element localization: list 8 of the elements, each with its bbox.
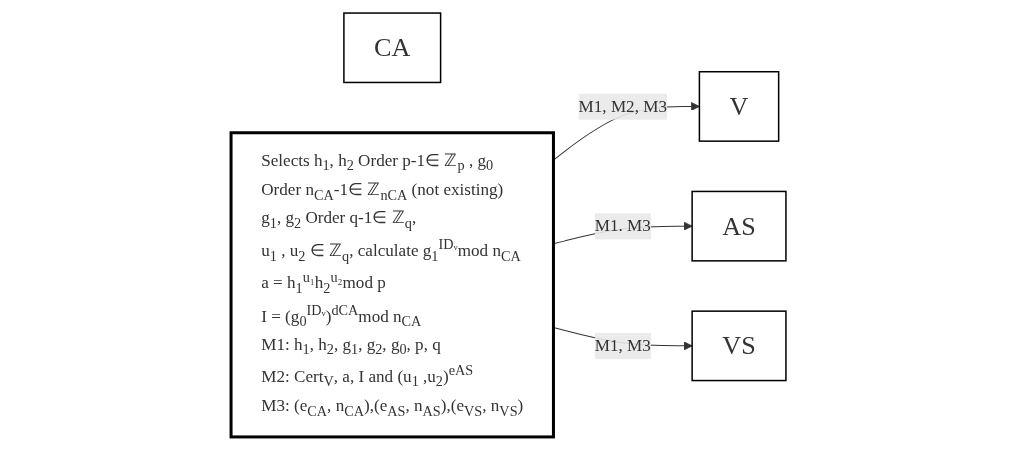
- edge-label: M1, M2, M3: [578, 96, 667, 116]
- node-box: CA: [343, 12, 442, 84]
- edge-label: M1, M3: [594, 336, 651, 356]
- node-box: AS: [691, 190, 787, 262]
- edge-label: M1. M3: [594, 216, 651, 236]
- node-box: V: [698, 71, 780, 142]
- node-box: Selects h$_{1}$, h$_{2}$ Order p-1∈ ℤ$_{p}$ , g$_{0}$ Order n$_{CA}$-1∈ ℤ$_{nCA}$ (not existing) g$_{1}$, g$_{2}$ Order q-1∈ ℤ$_{q}$, u$_{1}$ , u$_{2}$ ∈ ℤ$_{q}$, calculate g$_{1}$$^{IDᵥ}$mod n$_{CA}$ a = h$_{1}$$^{u₁}$h$_{2}$$^{u₂}$mod p I = (g$_{0}$$^{IDᵥ}$)$^{dCA}$mod n$_{CA}$ M1: h$_{1}$, h$_{2}$, g$_{1}$, g$_{2}$, g$_{0}$, p, q M2: Cert$_{V}$, a, I and (u$_{1}$ ,u$_{2}$)$^{eAS}$ M3: (e$_{CA}$, n$_{CA}$),(e$_{AS}$, n$_{AS}$),(e$_{VS}$, n$_{VS}$): [229, 131, 555, 439]
- node-box: VS: [691, 310, 787, 382]
